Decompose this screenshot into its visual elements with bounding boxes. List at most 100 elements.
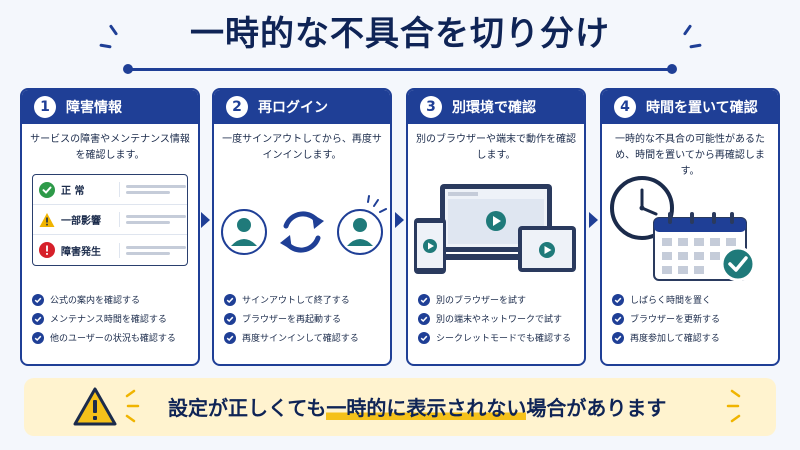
checklist-text: しばらく時間を置く xyxy=(630,296,712,306)
check-icon xyxy=(418,312,430,325)
status-label: 正 常 xyxy=(61,186,85,197)
notice-text-end: 場合があります xyxy=(526,396,667,420)
notice-text-start: 設定が正しくても xyxy=(168,396,327,420)
checklist-item: 公式の案内を確認する xyxy=(32,290,192,309)
card-header: 1 障害情報 xyxy=(22,90,198,124)
status-illustration: 正 常 一部影響 障害発生 xyxy=(22,174,198,284)
checklist: しばらく時間を置く ブラウザーを更新する 再度参加して確認する xyxy=(612,290,772,347)
status-label: 障害発生 xyxy=(61,246,101,258)
card-description: 一時的な不具合の可能性があるため、時間を置いてから再確認します。 xyxy=(615,134,765,177)
warning-icon xyxy=(73,387,117,426)
card-outage-info: 1 障害情報 サービスの障害やメンテナンス情報を確認します。 正 常 一部影響 … xyxy=(20,88,200,366)
card-header: 3 別環境で確認 xyxy=(408,90,584,124)
spark-icon xyxy=(367,195,387,213)
devices-illustration xyxy=(414,184,576,274)
check-icon xyxy=(418,331,430,344)
title-underline-dot xyxy=(667,64,677,74)
card-header: 2 再ログイン xyxy=(214,90,390,124)
checklist-text: シークレットモードでも確認する xyxy=(436,334,572,344)
notice-text: 設定が正しくても一時的に表示されない場合があります xyxy=(168,392,666,421)
card-title: 別環境で確認 xyxy=(452,100,536,116)
checklist: 公式の案内を確認する メンテナンス時間を確認する 他のユーザーの状況も確認する xyxy=(32,290,192,347)
checklist-text: 再度参加して確認する xyxy=(630,334,720,344)
checklist-item: 別の端末やネットワークで試す xyxy=(418,309,578,328)
check-icon xyxy=(32,293,44,306)
check-icon xyxy=(418,293,430,306)
check-icon xyxy=(224,293,236,306)
checklist-item: メンテナンス時間を確認する xyxy=(32,309,192,328)
checklist-text: 他のユーザーの状況も確認する xyxy=(50,334,176,344)
card-description: 一度サインアウトしてから、再度サインインします。 xyxy=(222,134,382,161)
step-arrow xyxy=(589,212,598,228)
check-icon xyxy=(32,312,44,325)
check-icon xyxy=(224,331,236,344)
checklist-item: ブラウザーを再起動する xyxy=(224,309,384,328)
check-icon xyxy=(612,331,624,344)
notice-banner: 設定が正しくても一時的に表示されない場合があります xyxy=(24,378,776,436)
checklist-text: ブラウザーを再起動する xyxy=(242,315,342,325)
page-title: 一時的な不具合を切り分け xyxy=(190,14,610,54)
card-header: 4 時間を置いて確認 xyxy=(602,90,778,124)
step-number: 1 xyxy=(34,96,56,118)
checklist-item: シークレットモードでも確認する xyxy=(418,328,578,347)
checklist-item: 他のユーザーの状況も確認する xyxy=(32,328,192,347)
status-lines xyxy=(119,212,186,227)
refresh-arrowhead xyxy=(280,235,292,250)
card-description: 別のブラウザーや端末で動作を確認します。 xyxy=(416,134,576,161)
checklist-text: メンテナンス時間を確認する xyxy=(50,315,167,325)
status-lines xyxy=(119,182,186,197)
step-number: 4 xyxy=(614,96,636,118)
step-arrow xyxy=(395,212,404,228)
status-row: 障害発生 xyxy=(33,235,187,265)
check-circle-icon xyxy=(39,181,55,198)
card-title: 再ログイン xyxy=(258,100,328,116)
clock-calendar-illustration xyxy=(610,176,756,282)
user-avatar-icon xyxy=(337,209,383,255)
status-row: 正 常 xyxy=(33,175,187,205)
card-other-environment: 3 別環境で確認 別のブラウザーや端末で動作を確認します。 別のブラウザーを試す xyxy=(406,88,586,366)
checklist-item: ブラウザーを更新する xyxy=(612,309,772,328)
title-underline xyxy=(128,68,672,71)
status-row: 一部影響 xyxy=(33,205,187,235)
spark-icon xyxy=(726,389,741,423)
check-icon xyxy=(612,293,624,306)
exclamation-circle-icon xyxy=(39,242,55,258)
check-icon xyxy=(612,312,624,325)
status-panel: 正 常 一部影響 障害発生 xyxy=(32,174,188,266)
checklist-text: 別のブラウザーを試す xyxy=(436,296,527,306)
checklist-text: 公式の案内を確認する xyxy=(50,296,141,306)
check-icon xyxy=(32,331,44,344)
step-number: 2 xyxy=(226,96,248,118)
status-label: 一部影響 xyxy=(61,216,101,227)
check-icon xyxy=(224,312,236,325)
card-title: 時間を置いて確認 xyxy=(646,100,758,116)
refresh-arrowhead xyxy=(312,214,324,229)
card-relogin: 2 再ログイン 一度サインアウトしてから、再度サインインします。 サインアウトし… xyxy=(212,88,392,366)
step-number: 3 xyxy=(420,96,442,118)
status-lines xyxy=(119,242,186,258)
user-avatar-icon xyxy=(221,209,267,255)
checklist-item: 再度サインインして確認する xyxy=(224,328,384,347)
smartphone-icon xyxy=(414,218,446,274)
relogin-illustration xyxy=(221,195,387,255)
checklist-text: ブラウザーを更新する xyxy=(630,315,721,325)
spark-icon xyxy=(125,389,140,423)
tablet-icon xyxy=(518,226,576,272)
card-description: サービスの障害やメンテナンス情報を確認します。 xyxy=(30,134,190,161)
checklist: サインアウトして終了する ブラウザーを再起動する 再度サインインして確認する xyxy=(224,290,384,347)
title-underline-dot xyxy=(123,64,133,74)
checklist: 別のブラウザーを試す 別の端末やネットワークで試す シークレットモードでも確認す… xyxy=(418,290,578,347)
check-badge-icon xyxy=(720,246,756,282)
card-title: 障害情報 xyxy=(66,100,122,116)
checklist-item: 別のブラウザーを試す xyxy=(418,290,578,309)
warning-icon xyxy=(39,212,55,227)
card-wait-and-retry: 4 時間を置いて確認 一時的な不具合の可能性があるため、時間を置いてから再確認し… xyxy=(600,88,780,366)
step-arrow xyxy=(201,212,210,228)
title-area: 一時的な不具合を切り分け xyxy=(0,14,800,54)
notice-highlight: 一時的に表示されない xyxy=(326,396,527,420)
checklist-item: しばらく時間を置く xyxy=(612,290,772,309)
checklist-item: 再度参加して確認する xyxy=(612,328,772,347)
checklist-item: サインアウトして終了する xyxy=(224,290,384,309)
checklist-text: 別の端末やネットワークで試す xyxy=(436,315,563,325)
checklist-text: 再度サインインして確認する xyxy=(242,334,359,344)
